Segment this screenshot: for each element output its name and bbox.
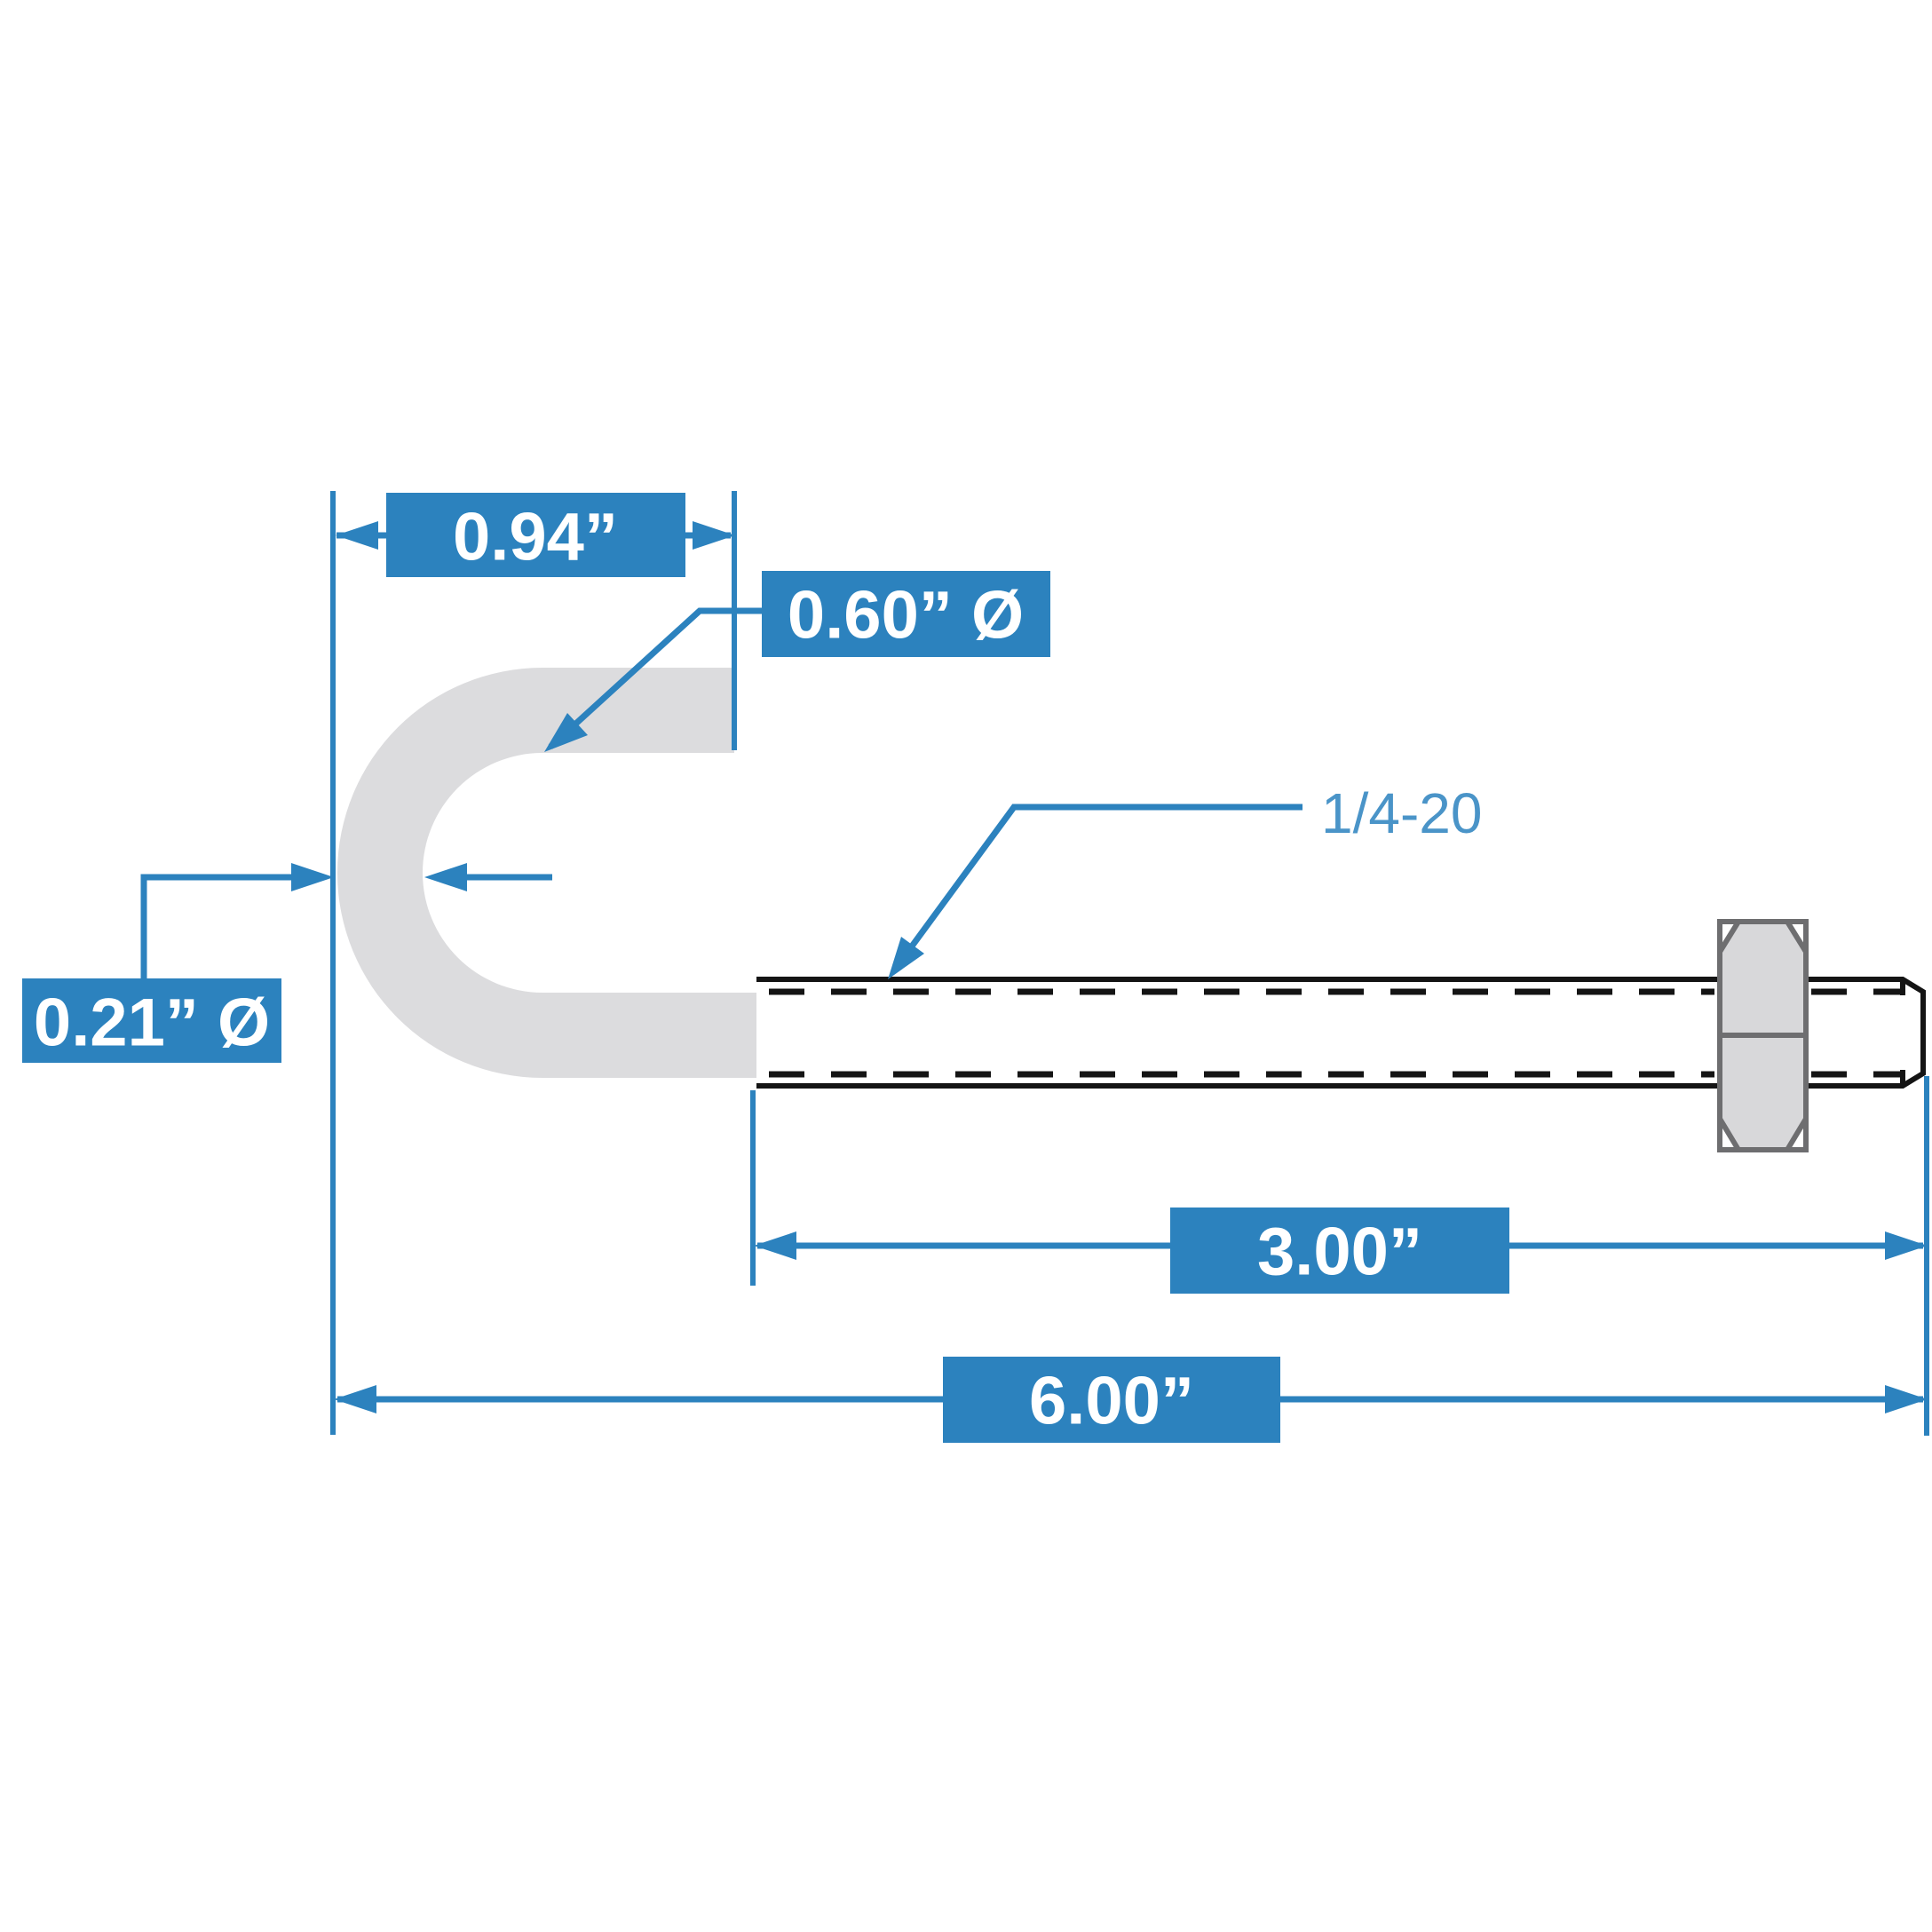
callout-thread-spec-arrowhead: [888, 937, 924, 979]
j-hook-shape: [337, 668, 756, 1078]
callout-wire-diameter-leader: [140, 874, 295, 978]
dim-thread-length-arrow-right: [1885, 1231, 1928, 1260]
callout-hook-inner-diameter: 0.60” Ø: [544, 571, 1050, 752]
dim-hook-width-arrow-left: [336, 521, 378, 550]
dim-thread-length: 3.00”: [754, 1208, 1928, 1294]
dim-overall-length-arrow-right: [1885, 1385, 1928, 1413]
callout-hook-inner-diameter-box: [762, 571, 1050, 657]
dim-thread-length-label: 3.00”: [1257, 1215, 1422, 1290]
dim-thread-length-arrow-left: [754, 1231, 796, 1260]
dim-overall-length-arrow-left: [334, 1385, 376, 1413]
callout-thread-spec-leader: [891, 804, 1303, 973]
callout-thread-spec: 1/4-20: [888, 781, 1482, 979]
callout-wire-diameter-arrow-outer: [291, 863, 334, 891]
callout-wire-diameter-arrow-inner: [424, 863, 467, 891]
dim-overall-length-box: [943, 1357, 1280, 1443]
threaded-rod-outline: [756, 977, 1926, 1089]
hex-nut-lower-facet: [1717, 1033, 1809, 1152]
callout-wire-diameter: 0.21” Ø: [22, 863, 552, 1063]
dim-hook-width-arrow-right: [693, 521, 735, 550]
dim-overall-length: 6.00”: [334, 1357, 1928, 1443]
callout-wire-diameter-box: [22, 978, 281, 1063]
hex-nut-outer-edge: [1717, 919, 1809, 1152]
hex-nut-upper-facet: [1717, 919, 1809, 1038]
dim-hook-width: 0.94”: [336, 493, 735, 577]
callout-hook-inner-diameter-label: 0.60” Ø: [788, 578, 1024, 653]
callout-wire-diameter-label: 0.21” Ø: [34, 986, 270, 1061]
dim-overall-length-label: 6.00”: [1029, 1364, 1194, 1439]
dim-thread-length-box: [1170, 1208, 1509, 1294]
callout-hook-inner-diameter-leader: [548, 607, 762, 749]
callout-hook-inner-diameter-arrowhead: [544, 713, 588, 752]
threaded-rod-body: [756, 979, 1923, 1086]
hex-nut: [1717, 919, 1809, 1152]
dim-hook-width-box: [386, 493, 685, 577]
dim-hook-width-label: 0.94”: [453, 500, 618, 575]
callout-thread-spec-label: 1/4-20: [1321, 781, 1482, 845]
